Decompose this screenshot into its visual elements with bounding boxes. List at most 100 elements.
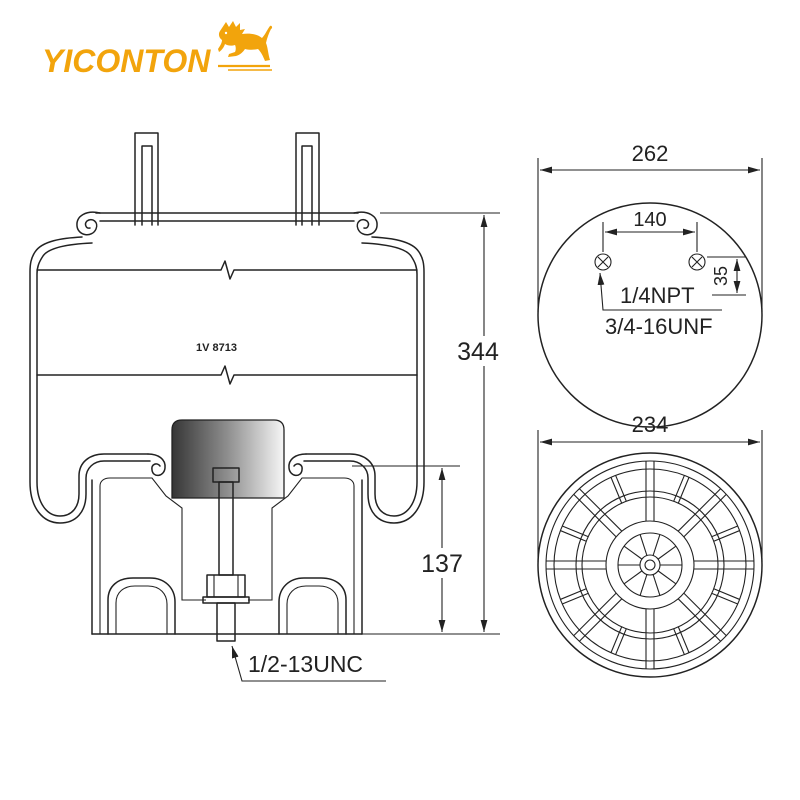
main-rib [677, 488, 722, 532]
bead-plate-crimp [76, 211, 101, 236]
stud-hole-left [594, 253, 612, 271]
secondary-rib [562, 525, 589, 538]
hub-spoke [639, 574, 648, 596]
secondary-rib [562, 592, 589, 605]
bolt-thread-label: 1/2-13UNC [248, 651, 363, 677]
hub-spoke [623, 570, 643, 585]
center-hole [644, 559, 656, 571]
top-view: 262 140 35 1/4NPT 3/4-16UNF [537, 141, 763, 428]
hub-spoke [639, 534, 648, 556]
center-boss [639, 554, 661, 576]
air-spring-right-half [248, 132, 425, 635]
secondary-rib [610, 477, 623, 504]
mounting-stud [295, 132, 320, 226]
bolt-washer [202, 596, 250, 604]
height-dimension-label: 344 [457, 338, 499, 366]
piston-shoulder [248, 477, 355, 601]
secondary-rib [711, 525, 738, 538]
piston-bead-curl [147, 453, 166, 477]
secondary-rib [615, 475, 627, 502]
stud-hole-ring [688, 253, 706, 271]
height-extension-lines [362, 212, 500, 635]
lion-eye [224, 31, 228, 35]
main-rib [578, 488, 623, 532]
stud-spacing-label: 140 [633, 209, 666, 231]
secondary-rib [677, 477, 690, 504]
piston-height-label: 137 [421, 550, 463, 578]
piston-bead-curl [288, 453, 307, 477]
top-diameter-extension-lines [537, 158, 763, 312]
bellows-inner-wall [36, 242, 149, 517]
secondary-rib [711, 592, 738, 605]
piston-shoulder [99, 477, 206, 601]
logo: YICONTON [42, 21, 273, 79]
hub-outer [605, 520, 695, 610]
piston-foot-cutout [107, 577, 176, 635]
stud-spacing-extension-lines [602, 222, 698, 252]
stud-thread-label: 3/4-16UNF [605, 314, 713, 339]
piston-foot-cutout-inner [115, 585, 168, 634]
hub-spoke [657, 570, 677, 585]
air-spring-left-half [29, 132, 206, 635]
piston-foot-cutout [278, 577, 347, 635]
wheel-ribs [546, 461, 754, 669]
main-rib [683, 592, 727, 637]
brand-name: YICONTON [42, 43, 211, 79]
bellows-outer-wall [303, 236, 425, 524]
top-bead-plate [95, 212, 359, 222]
secondary-rib [615, 628, 627, 655]
bellows-inner-wall [305, 242, 418, 517]
upper-break-line [36, 260, 418, 280]
main-rib [573, 493, 617, 538]
height-label-background [455, 336, 503, 366]
hub-spoke [652, 574, 661, 596]
lion-icon [218, 21, 273, 71]
side-view: 1V 8713 344 137 1/2-13UNC [29, 132, 503, 682]
bottom-diameter-label: 234 [632, 412, 669, 437]
lion-silhouette [218, 21, 273, 61]
main-rib [677, 598, 722, 642]
part-number-label: 1V 8713 [196, 342, 237, 354]
hub-spoke [657, 545, 677, 560]
secondary-rib [713, 530, 740, 542]
secondary-rib [560, 588, 587, 600]
bolt-thread-leader [231, 645, 386, 682]
main-rib [683, 493, 727, 538]
lower-break-line [36, 365, 418, 385]
secondary-rib [610, 626, 623, 653]
bead-plate-crimp [353, 211, 378, 236]
middle-ring-outer [575, 490, 725, 640]
stud-hole-cross [691, 256, 703, 268]
bottom-diameter-extension-lines [537, 430, 763, 562]
rim-inner-edge [553, 468, 747, 662]
air-inlet-thread-label: 1/4NPT [620, 283, 695, 308]
stud-offset-extension-lines [707, 256, 746, 296]
bolt-thread-end [216, 602, 236, 642]
bellows-outer-wall [29, 236, 151, 524]
main-rib [573, 592, 617, 637]
secondary-rib [677, 626, 690, 653]
hub-spoke [652, 534, 661, 556]
middle-ring-inner [581, 496, 719, 634]
piston-base-wheel [537, 452, 763, 678]
secondary-rib [713, 588, 740, 600]
stud-offset-label: 35 [711, 266, 731, 286]
piston-foot-cutout-inner [286, 585, 339, 634]
hub-spoke [623, 545, 643, 560]
secondary-rib [673, 628, 685, 655]
secondary-rib [673, 475, 685, 502]
nut-facets [213, 575, 239, 597]
main-rib [578, 598, 623, 642]
stud-hole-cross [597, 256, 609, 268]
mounting-stud [134, 132, 159, 226]
stud-hole-right [688, 253, 706, 271]
top-diameter-label: 262 [632, 141, 669, 166]
bolt-nut [206, 574, 246, 598]
bottom-view: 234 [537, 412, 763, 678]
outer-rim [545, 460, 755, 670]
bumper-block [171, 419, 285, 499]
stud-hole-ring [594, 253, 612, 271]
top-plate-outline [537, 202, 763, 428]
stud-thread-leader [597, 272, 722, 311]
